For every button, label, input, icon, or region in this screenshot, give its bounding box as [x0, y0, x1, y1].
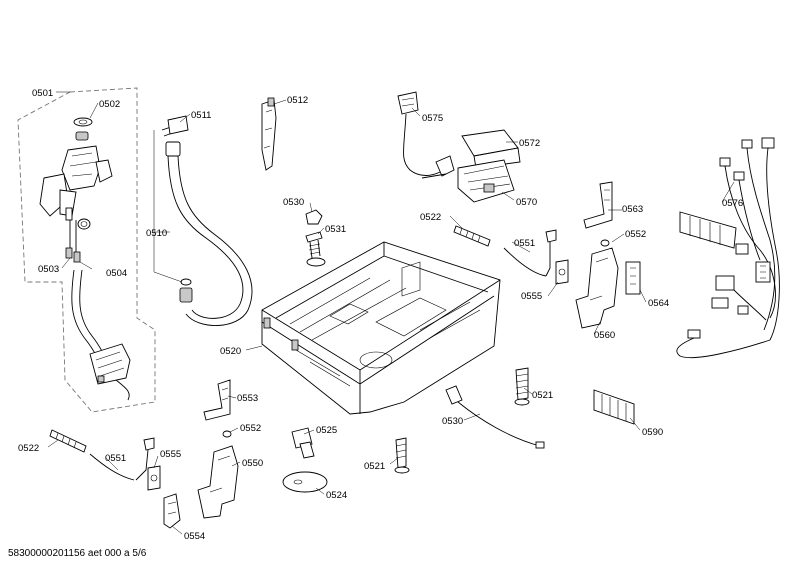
bracket-0554: [163, 493, 181, 529]
callout-0550: 0550: [242, 458, 263, 469]
callout-labels: 0501 0502 0503 0504 0510 0511 0512 0575 …: [18, 88, 743, 542]
callout-0563: 0563: [622, 204, 643, 215]
callout-0522-upper: 0522: [420, 212, 441, 223]
callout-0510: 0510: [146, 228, 167, 239]
callout-0511: 0511: [191, 110, 211, 121]
cable-0551-lower: [89, 437, 155, 481]
bracket-0590: [593, 389, 635, 425]
callout-0570: 0570: [516, 197, 537, 208]
callout-0554: 0554: [184, 531, 205, 542]
hinge-left: [197, 379, 328, 519]
spring-0522-lower: [49, 429, 87, 453]
callout-0525: 0525: [316, 425, 337, 436]
clip-0555-lower: [147, 465, 161, 491]
callout-0560: 0560: [594, 330, 615, 341]
valve-assembly-group: [17, 87, 156, 413]
leader-lines: [47, 91, 735, 535]
cable-0551-upper: [503, 229, 557, 277]
foot-0521-right: [514, 367, 530, 406]
callout-0530-lower: 0530: [442, 416, 463, 427]
callout-0520: 0520: [220, 346, 241, 357]
callout-0555-lower: 0555: [160, 449, 181, 460]
terminal-box-0570: [457, 129, 521, 203]
callout-0572: 0572: [519, 138, 540, 149]
spring-0522-upper: [453, 225, 491, 247]
callout-0551-upper: 0551: [514, 238, 535, 249]
hinge-right: [555, 181, 641, 329]
callout-0524: 0524: [326, 490, 347, 501]
callout-0553: 0553: [237, 393, 258, 404]
wiring-harness-0576: [676, 137, 780, 359]
base-tray-0520: [261, 241, 501, 415]
callout-0552-left: 0552: [240, 423, 261, 434]
power-cord-0575: [397, 91, 455, 179]
cable-0530-lower: [445, 385, 545, 449]
callout-0504: 0504: [106, 268, 127, 279]
callout-0552-right: 0552: [625, 229, 646, 240]
callout-0551-lower: 0551: [105, 453, 126, 464]
callout-0502: 0502: [99, 99, 120, 110]
document-id: 58300000201156 aet 000 a 5/6: [8, 548, 147, 559]
callout-0521-bottom: 0521: [364, 461, 385, 472]
callout-0522-lower: 0522: [18, 443, 39, 454]
group-boundary-0501: [17, 87, 156, 413]
callout-0564: 0564: [648, 298, 669, 309]
adjustable-foot-0531: [305, 209, 326, 267]
callout-0531: 0531: [325, 224, 346, 235]
callout-0521-right: 0521: [532, 390, 553, 401]
holder-0512: [261, 97, 277, 171]
callout-0503: 0503: [38, 264, 59, 275]
callout-0512: 0512: [287, 95, 308, 106]
callout-0530-upper: 0530: [283, 197, 304, 208]
callout-0501: 0501: [32, 88, 53, 99]
foot-0521-bottom: [394, 437, 410, 474]
callout-0590: 0590: [642, 427, 663, 438]
callout-0575: 0575: [422, 113, 443, 124]
hose-0510: [161, 115, 253, 326]
callout-0555-upper: 0555: [521, 291, 542, 302]
callout-0576: 0576: [722, 198, 743, 209]
